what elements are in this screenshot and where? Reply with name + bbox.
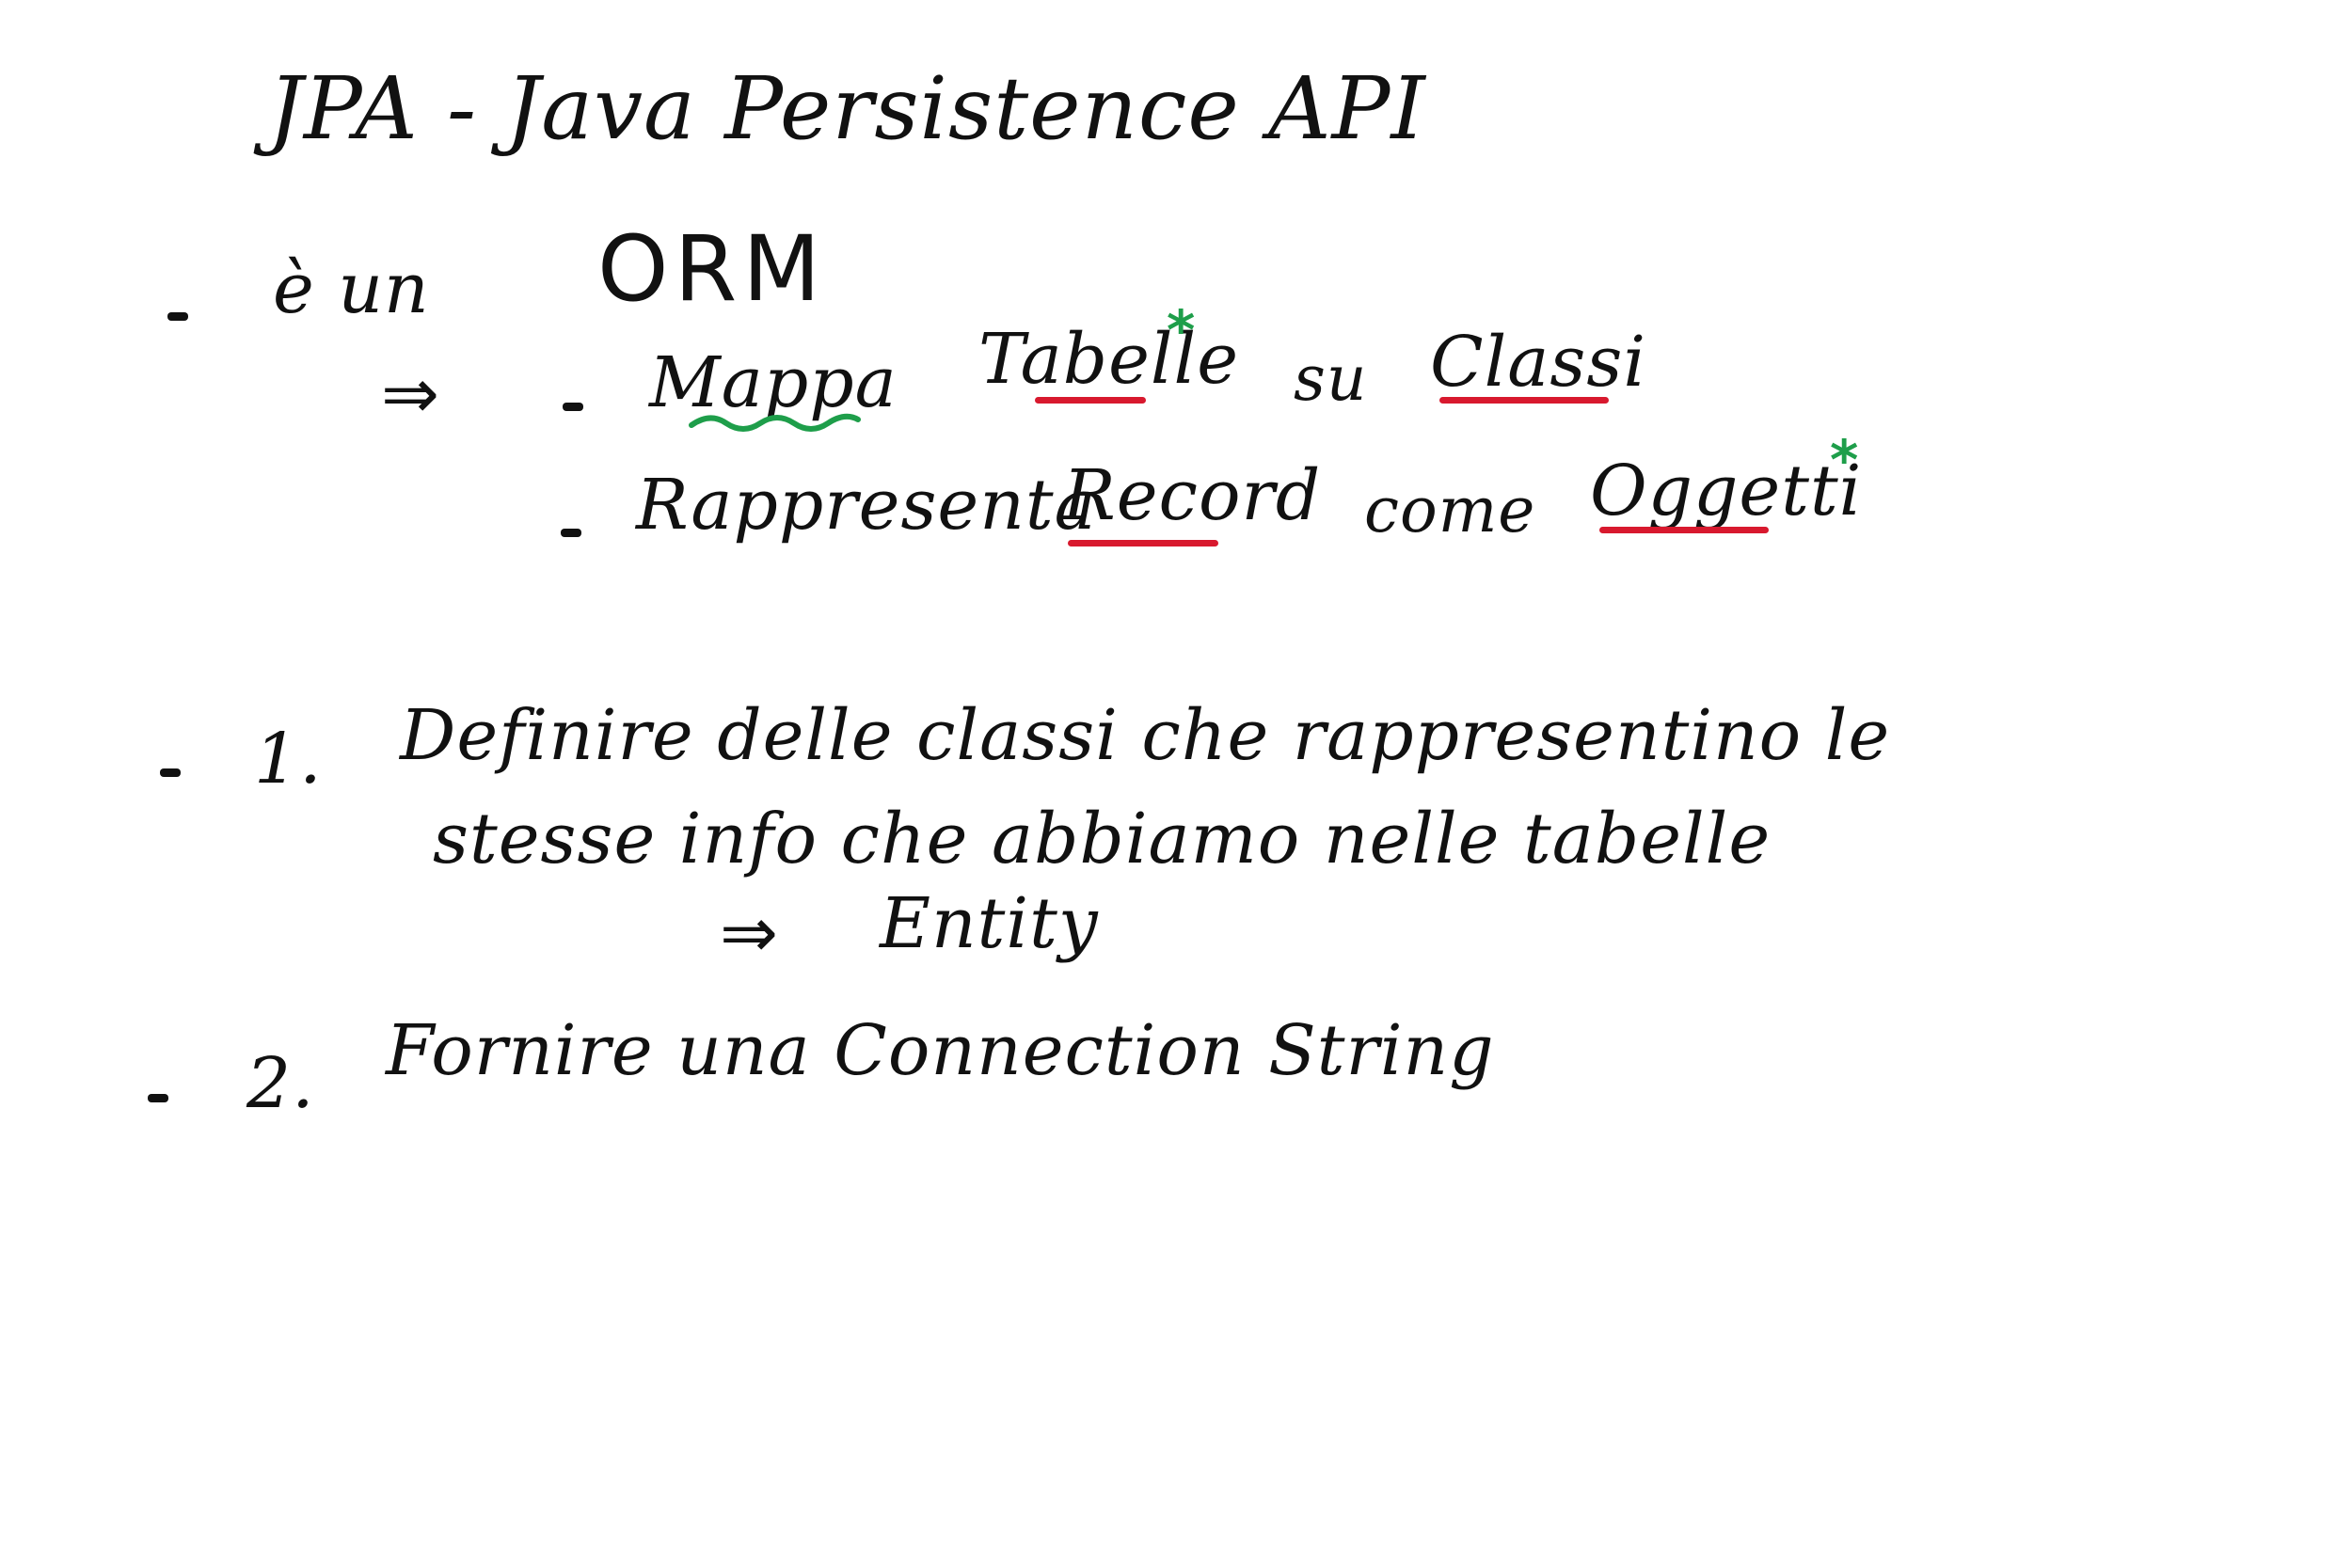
- step-1-line-2: stesse info che abbiamo nelle tabelle: [433, 799, 1772, 879]
- orm-prefix: è un: [273, 248, 430, 329]
- mappa-word: Mappa: [649, 342, 898, 423]
- red-underline: [1035, 397, 1146, 404]
- red-underline: [1439, 397, 1609, 404]
- su-word: su: [1294, 342, 1368, 415]
- record-word: Record: [1063, 455, 1322, 536]
- bullet-dash: [148, 1094, 168, 1102]
- asterisk-icon: *: [1830, 428, 1859, 492]
- bullet-dash: [563, 403, 583, 411]
- asterisk-icon: *: [1167, 298, 1196, 362]
- red-underline: [1599, 527, 1769, 533]
- step-number: 2.: [246, 1043, 315, 1124]
- entity-word: Entity: [880, 883, 1099, 964]
- step-1-line-1: Definire delle classi che rappresentino …: [400, 695, 1891, 776]
- come-word: come: [1364, 474, 1536, 546]
- rappresenta-word: Rappresenta: [636, 465, 1097, 546]
- page-title: JPA - Java Persistence API: [268, 58, 1426, 159]
- red-underline: [1068, 540, 1218, 546]
- implies-arrow-icon: ⇒: [381, 354, 441, 435]
- step-number: 1.: [254, 719, 323, 800]
- classi-word: Classi: [1430, 322, 1647, 403]
- orm-word: ORM: [597, 216, 827, 322]
- step-2-line-1: Fornire una Connection String: [386, 1010, 1495, 1091]
- bullet-dash: [160, 768, 181, 777]
- bullet-dash: [561, 529, 581, 537]
- tabelle-word: Tabelle: [978, 319, 1240, 400]
- oggetti-word: Oggetti: [1590, 451, 1863, 531]
- implies-arrow-icon: ⇒: [720, 893, 780, 974]
- bullet-dash: [167, 312, 188, 321]
